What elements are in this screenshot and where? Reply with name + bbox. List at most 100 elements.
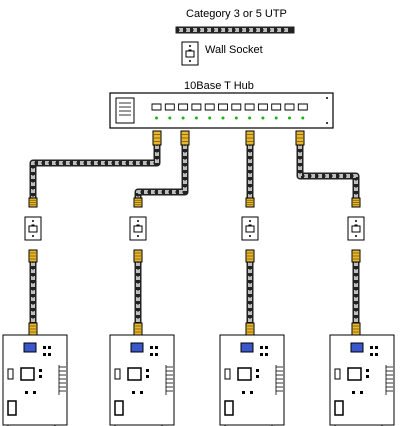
nic-component — [146, 369, 149, 372]
nic-component — [260, 353, 263, 356]
hub-port-light — [168, 116, 172, 120]
hub-port-light — [181, 116, 185, 120]
nic-chip — [334, 400, 344, 416]
rj45-plug — [351, 197, 361, 208]
hub-port-light — [248, 116, 252, 120]
nic-chip — [224, 368, 231, 380]
nic-component — [370, 346, 373, 349]
hub-label: 10Base T Hub — [184, 80, 254, 92]
socket-legend-label: Wall Socket — [205, 44, 263, 56]
nic-component — [39, 375, 42, 378]
nic-component — [375, 353, 378, 356]
hub-port-light — [234, 116, 238, 120]
legend: Category 3 or 5 UTP Wall Socket — [175, 8, 295, 66]
rj45-plug — [180, 130, 190, 146]
hub-to-socket-cables — [28, 130, 361, 208]
hub-to-socket-cable — [29, 141, 161, 204]
hub-port — [151, 103, 162, 111]
hub-port — [191, 103, 202, 111]
hub-port — [257, 103, 268, 111]
nic-component — [150, 346, 153, 349]
hub-port — [297, 103, 308, 111]
nic-chip — [237, 367, 252, 381]
hub-case — [109, 92, 334, 129]
wall-socket-icon — [241, 216, 259, 241]
nic-component — [265, 353, 268, 356]
rj45-plug — [133, 322, 143, 336]
nic-component — [260, 346, 263, 349]
rj45-plug — [133, 249, 143, 263]
hub-port — [271, 103, 282, 111]
hub-port-light — [208, 116, 212, 120]
nic-chip — [127, 367, 142, 381]
hub-label-plate — [115, 97, 135, 124]
rj45-plug — [28, 249, 38, 263]
nic-component — [360, 391, 363, 394]
rj45-plug — [351, 249, 361, 263]
hub-port — [284, 103, 295, 111]
nic-component — [155, 346, 158, 349]
hub-to-socket-cable — [296, 141, 360, 204]
nic-component — [39, 369, 42, 372]
station-1 — [2, 216, 68, 426]
rj45-plug — [295, 130, 305, 146]
wall-socket-icon — [24, 216, 42, 241]
hub-port-light — [261, 116, 265, 120]
nic-rj45-jack — [130, 342, 144, 353]
nic-rj45-jack — [23, 342, 37, 353]
nic-chip — [7, 368, 14, 380]
nic-component — [250, 391, 253, 394]
station-4 — [329, 216, 395, 426]
hub-port-light — [155, 116, 158, 120]
hub-to-socket-cable — [134, 141, 189, 204]
nic-component — [48, 353, 51, 356]
hub-port-light — [274, 116, 278, 120]
nic-component — [33, 391, 36, 394]
hub-port — [178, 103, 189, 111]
nic-component — [366, 369, 369, 372]
rj45-plug — [28, 197, 38, 208]
rj45-plug — [245, 197, 255, 208]
network-card-icon — [219, 334, 285, 426]
nic-chip — [20, 367, 35, 381]
nic-component — [352, 391, 355, 394]
cable-legend-label: Category 3 or 5 UTP — [186, 8, 287, 20]
rj45-plug — [133, 197, 143, 208]
nic-component — [146, 375, 149, 378]
hub-port-light — [221, 116, 225, 120]
rj45-plug — [245, 322, 255, 336]
nic-rj45-jack — [240, 342, 254, 353]
hub-port-light — [194, 116, 198, 120]
nic-component — [43, 346, 46, 349]
nic-component — [150, 353, 153, 356]
wall-socket-icon — [129, 216, 147, 241]
hub-port — [231, 103, 242, 111]
station-2 — [109, 216, 175, 426]
hub-port — [218, 103, 228, 111]
nic-component — [370, 353, 373, 356]
nic-component — [132, 391, 135, 394]
station-3 — [219, 216, 285, 426]
nic-rj45-jack — [350, 342, 364, 353]
wall-socket-icon — [181, 41, 199, 66]
hub-chassis — [109, 92, 334, 129]
hub-port — [164, 103, 175, 111]
network-card-icon — [109, 334, 175, 426]
hub: 10Base T Hub — [109, 80, 334, 129]
nic-chip — [7, 400, 17, 416]
nic-component — [43, 353, 46, 356]
nic-component — [256, 369, 259, 372]
hub-port — [204, 103, 215, 111]
hub-port — [244, 103, 255, 111]
rj45-plug — [245, 130, 255, 146]
rj45-plug — [28, 322, 38, 336]
rj45-plug — [245, 249, 255, 263]
nic-component — [366, 375, 369, 378]
wall-socket-icon — [347, 216, 365, 241]
nic-chip — [114, 400, 124, 416]
nic-chip — [334, 368, 341, 380]
nic-component — [265, 346, 268, 349]
nic-component — [140, 391, 143, 394]
hub-port-light — [301, 116, 305, 120]
